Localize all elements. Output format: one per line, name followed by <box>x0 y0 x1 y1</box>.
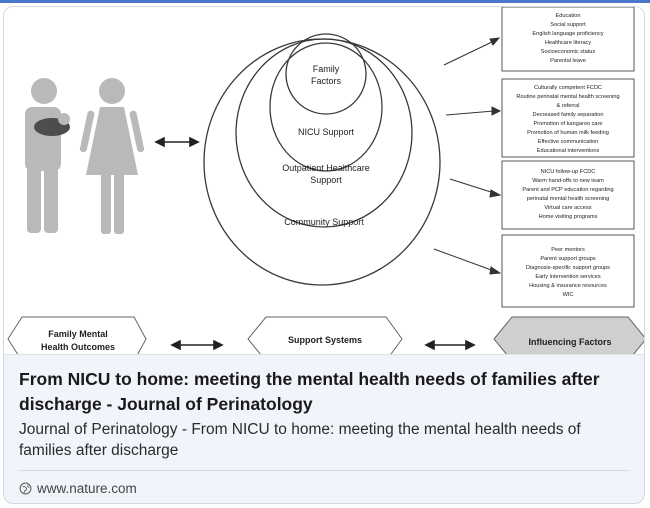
svg-text:English language proficiency: English language proficiency <box>532 31 603 37</box>
svg-text:Decreased family separation: Decreased family separation <box>533 112 604 118</box>
factor-box-3: NICU follow-up FCDC Warm hand-offs to ne… <box>501 160 635 230</box>
svg-text:WIC: WIC <box>563 292 574 298</box>
svg-text:Parent support groups: Parent support groups <box>540 256 596 262</box>
influencing-factors-shape: Influencing Factors <box>493 316 644 354</box>
svg-text:Peer mentors: Peer mentors <box>551 247 585 253</box>
svg-text:Healthcare literacy: Healthcare literacy <box>545 40 592 46</box>
community-support-label: Community Support <box>284 217 364 227</box>
svg-text:Social support: Social support <box>550 22 586 28</box>
svg-text:Early intervention services: Early intervention services <box>535 274 600 280</box>
svg-text:Parent and PCP education regar: Parent and PCP education regarding <box>522 187 613 193</box>
double-arrow-icon <box>154 136 200 148</box>
svg-text:perinatal mental health screen: perinatal mental health screening <box>527 196 609 202</box>
link-preview-card[interactable]: Family Factors NICU Support Outpatient H… <box>3 6 645 504</box>
svg-text:Housing & insurance resources: Housing & insurance resources <box>529 283 607 289</box>
svg-text:Culturally competent FCDC: Culturally competent FCDC <box>534 85 602 91</box>
svg-text:Support Systems: Support Systems <box>288 335 362 345</box>
family-factors-label-2: Factors <box>311 76 342 86</box>
svg-text:Promotion of kangaroo care: Promotion of kangaroo care <box>533 121 602 127</box>
source-domain[interactable]: www.nature.com <box>19 479 137 497</box>
framework-diagram: Family Factors NICU Support Outpatient H… <box>7 7 644 354</box>
support-systems-shape: Support Systems <box>247 316 403 354</box>
svg-text:& referral: & referral <box>556 103 579 109</box>
family-outcomes-shape: Family Mental Health Outcomes <box>7 316 147 354</box>
svg-text:Parental leave: Parental leave <box>550 58 586 64</box>
top-accent-line <box>0 0 650 3</box>
double-arrow-icon-3 <box>424 339 476 351</box>
svg-text:Health Outcomes: Health Outcomes <box>41 342 115 352</box>
svg-text:Diagnosis-specific support gro: Diagnosis-specific support groups <box>526 265 610 271</box>
preview-image[interactable]: Family Factors NICU Support Outpatient H… <box>4 7 644 354</box>
svg-text:Education: Education <box>556 13 581 19</box>
double-arrow-icon-2 <box>170 339 224 351</box>
pointer-arrows <box>433 37 502 275</box>
svg-text:Warm hand-offs to new team: Warm hand-offs to new team <box>532 178 604 184</box>
support-circles <box>203 33 441 286</box>
svg-text:Educational interventions: Educational interventions <box>537 148 600 154</box>
divider <box>19 470 629 471</box>
svg-text:Influencing Factors: Influencing Factors <box>528 337 611 347</box>
svg-text:Promotion of human milk feedin: Promotion of human milk feeding <box>527 130 609 136</box>
globe-icon <box>19 482 32 494</box>
link-description: Journal of Perinatology - From NICU to h… <box>19 421 581 459</box>
factor-box-4: Peer mentors Parent support groups Diagn… <box>501 234 635 308</box>
family-factors-label: Family <box>313 64 340 74</box>
link-caption[interactable]: From NICU to home: meeting the mental he… <box>4 354 644 503</box>
svg-text:NICU follow-up FCDC: NICU follow-up FCDC <box>541 169 596 175</box>
svg-text:Family Mental: Family Mental <box>48 329 108 339</box>
factor-box-1: Education Social support English languag… <box>501 7 635 72</box>
link-title[interactable]: From NICU to home: meeting the mental he… <box>19 369 600 414</box>
svg-text:Virtual care access: Virtual care access <box>544 205 591 211</box>
source-text: www.nature.com <box>37 480 137 496</box>
parents-silhouette-icon <box>25 78 145 234</box>
svg-text:Home visiting programs: Home visiting programs <box>539 214 598 220</box>
factor-box-2: Culturally competent FCDC Routine perina… <box>501 78 635 158</box>
outpatient-label-2: Support <box>310 175 342 185</box>
svg-text:Effective communication: Effective communication <box>538 139 599 145</box>
nicu-support-label: NICU Support <box>298 127 355 137</box>
outpatient-label: Outpatient Healthcare <box>282 163 370 173</box>
svg-text:Socioeconomic status: Socioeconomic status <box>541 49 596 55</box>
svg-text:Routine perinatal mental healt: Routine perinatal mental health screenin… <box>516 94 619 100</box>
